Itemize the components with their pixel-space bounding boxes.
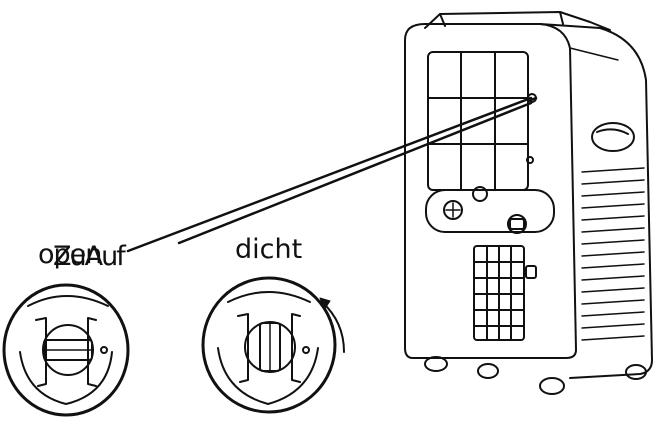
unit-front-face	[404, 23, 577, 359]
closeup-dicht	[201, 276, 345, 414]
wheels	[424, 356, 647, 395]
label-zuauf: ZuAuf	[53, 241, 126, 272]
air-conditioner-unit	[404, 11, 653, 395]
label-open: open	[38, 239, 102, 270]
label-dicht: dicht	[235, 234, 303, 265]
outlet-panel	[425, 186, 555, 234]
lower-filter	[473, 245, 537, 341]
side-louvres	[581, 167, 645, 341]
closeup-open	[2, 283, 130, 417]
leader-lines	[126, 96, 538, 253]
filter-grille	[427, 51, 537, 191]
side-vent	[591, 122, 635, 152]
